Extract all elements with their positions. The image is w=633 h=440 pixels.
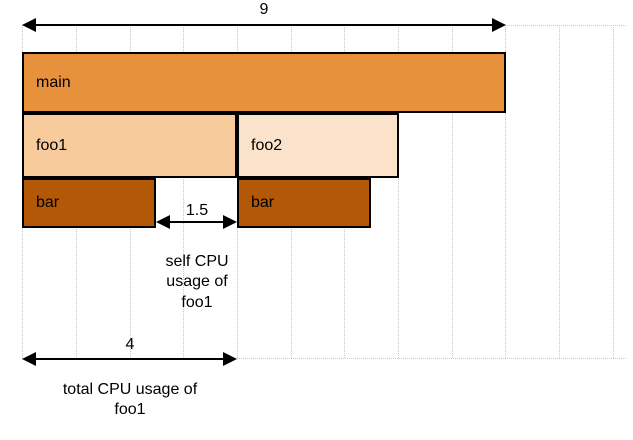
frame-foo2[interactable]: foo2 [237, 113, 399, 178]
frame-label: bar [251, 194, 275, 211]
self-cpu-caption-line-2: usage of [166, 273, 228, 291]
gridline-vertical [505, 25, 506, 358]
top-span-arrow [22, 18, 506, 32]
self-cpu-caption: self CPU usage of foo1 [140, 252, 254, 313]
frame-label: foo2 [251, 136, 283, 154]
self-cpu-value: 1.5 [185, 202, 209, 219]
self-cpu-caption-line-1: self CPU [165, 253, 229, 270]
gridline-vertical [559, 25, 560, 358]
total-cpu-arrow [22, 352, 237, 366]
gridline-vertical [613, 25, 614, 358]
frame-label: main [36, 73, 71, 91]
frame-bar-under-foo2[interactable]: bar [237, 178, 371, 228]
total-cpu-caption: total CPU usage of foo1 [39, 380, 221, 421]
arrow-shaft [29, 24, 499, 26]
arrow-head-right-icon [223, 215, 237, 229]
frame-main[interactable]: main [22, 52, 506, 113]
frame-bar-under-foo1[interactable]: bar [22, 178, 156, 228]
self-cpu-caption-line-3: foo1 [181, 293, 213, 311]
arrow-shaft [29, 358, 230, 360]
self-cpu-arrow [156, 215, 237, 229]
gridline-horizontal [22, 358, 626, 359]
arrow-shaft [163, 221, 230, 223]
frame-label: bar [36, 194, 60, 211]
total-cpu-value: 4 [125, 336, 135, 353]
gridline-vertical [398, 25, 399, 358]
total-cpu-caption-line-1: total CPU usage of [62, 381, 198, 398]
arrow-head-right-icon [492, 18, 506, 32]
gridline-vertical [183, 25, 184, 358]
arrow-head-right-icon [223, 352, 237, 366]
frame-foo1[interactable]: foo1 [22, 113, 237, 178]
gridline-vertical [452, 25, 453, 358]
total-cpu-caption-line-2: foo1 [114, 401, 146, 419]
top-span-value: 9 [259, 1, 269, 18]
frame-label: foo1 [36, 136, 68, 154]
